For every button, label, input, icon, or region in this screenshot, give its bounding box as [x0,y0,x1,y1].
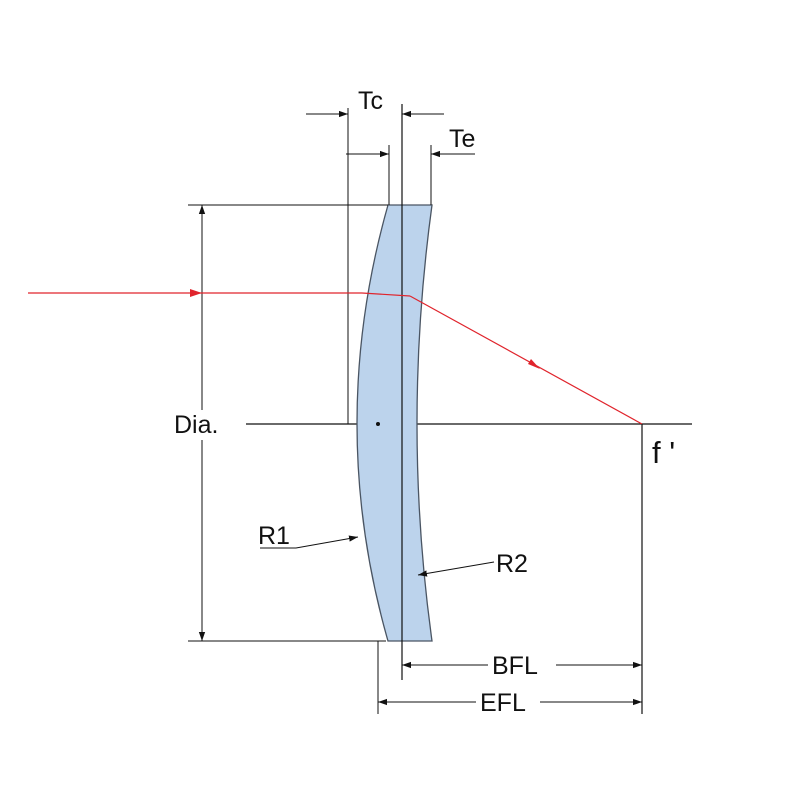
refracted-ray [409,295,643,425]
te-label: Te [449,125,475,153]
lens-body [356,204,433,642]
efl-label: EFL [480,689,526,717]
dia-label: Dia. [174,411,218,439]
incident-ray-arrow [190,289,202,297]
r2-leader [417,561,495,577]
ray-inside-lens [361,292,411,297]
r1-leader [260,535,359,549]
lens-center-dot [376,422,380,426]
r2-label: R2 [496,550,528,578]
refracted-ray-arrow [528,359,540,369]
r1-label: R1 [258,522,290,550]
bfl-label: BFL [492,652,538,680]
tc-label: Tc [358,87,383,115]
focal-point-label: f ' [652,435,675,470]
